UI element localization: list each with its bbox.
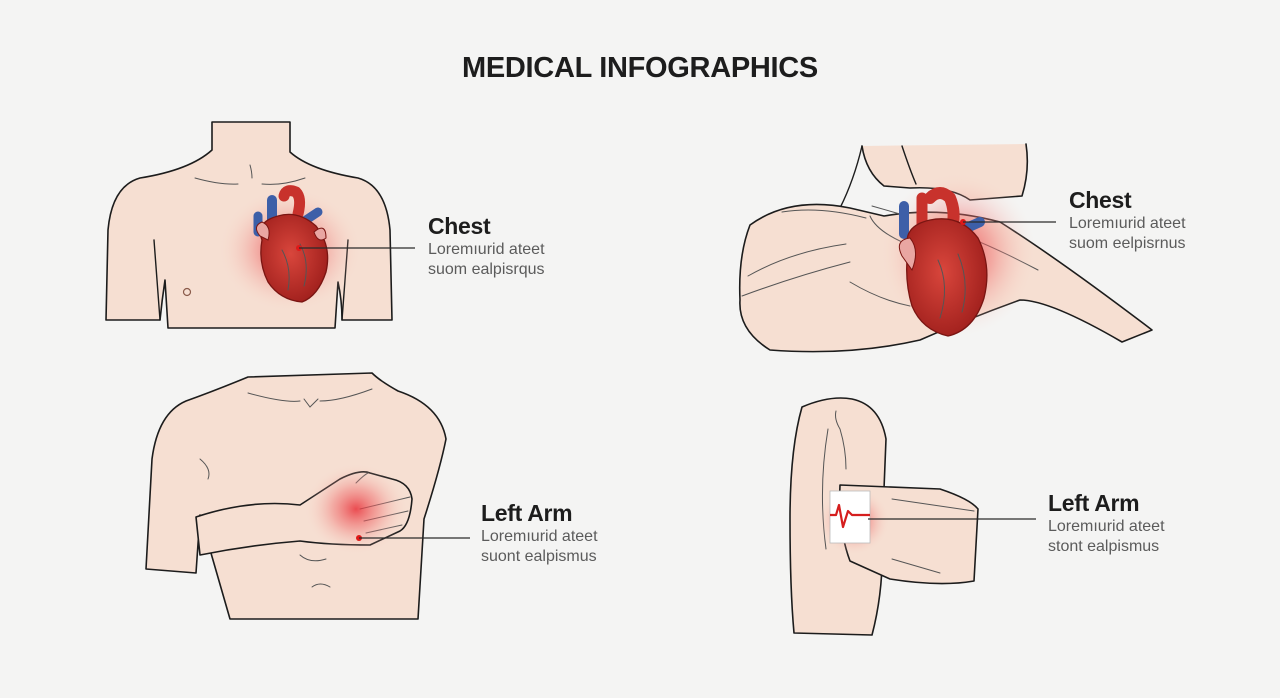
chest-front-panel: Chest Loremıurid ateet suom ealpisrqus (0, 0, 640, 349)
callout-text: Loremıurid ateet (1048, 518, 1165, 535)
callout-label: Chest Loremıurid ateet suom eelpisrnus (1069, 186, 1186, 254)
callout-text: stont ealpismus (1048, 538, 1160, 555)
callout-text: Loremıurid ateet (481, 528, 598, 545)
heartbeat-pulse-icon (830, 503, 870, 529)
left-arm-side-panel: Left Arm Loremıurid ateet stont ealpismu… (640, 349, 1280, 698)
callout-text: suom ealpisrqus (428, 261, 545, 278)
callout-text: suom eelpisrnus (1069, 235, 1186, 252)
callout-heading: Left Arm (481, 500, 573, 526)
callout-text: Loremıurid ateet (1069, 215, 1186, 232)
callout-text: suont ealpismus (481, 548, 597, 565)
callout-heading: Chest (1069, 187, 1132, 213)
page-title: MEDICAL INFOGRAPHICS (462, 52, 818, 84)
left-arm-side-illustration (789, 397, 1036, 636)
callout-label: Left Arm Loremıurid ateet stont ealpismu… (1048, 489, 1165, 557)
callout-label: Left Arm Loremıurid ateet suont ealpismu… (481, 499, 598, 567)
chest-side-panel: Chest Loremıurid ateet suom eelpisrnus (640, 0, 1280, 353)
heart-icon (253, 185, 329, 303)
heart-icon (898, 187, 988, 337)
left-arm-front-illustration (145, 372, 470, 620)
callout-label: Chest Loremıurid ateet suom ealpisrqus (428, 212, 545, 280)
left-arm-front-panel: Left Arm Loremıurid ateet suont ealpismu… (0, 349, 640, 698)
callout-heading: Chest (428, 213, 491, 239)
callout-text: Loremıurid ateet (428, 241, 545, 258)
chest-front-illustration (105, 121, 415, 329)
chest-side-illustration (738, 143, 1153, 353)
callout-heading: Left Arm (1048, 490, 1140, 516)
